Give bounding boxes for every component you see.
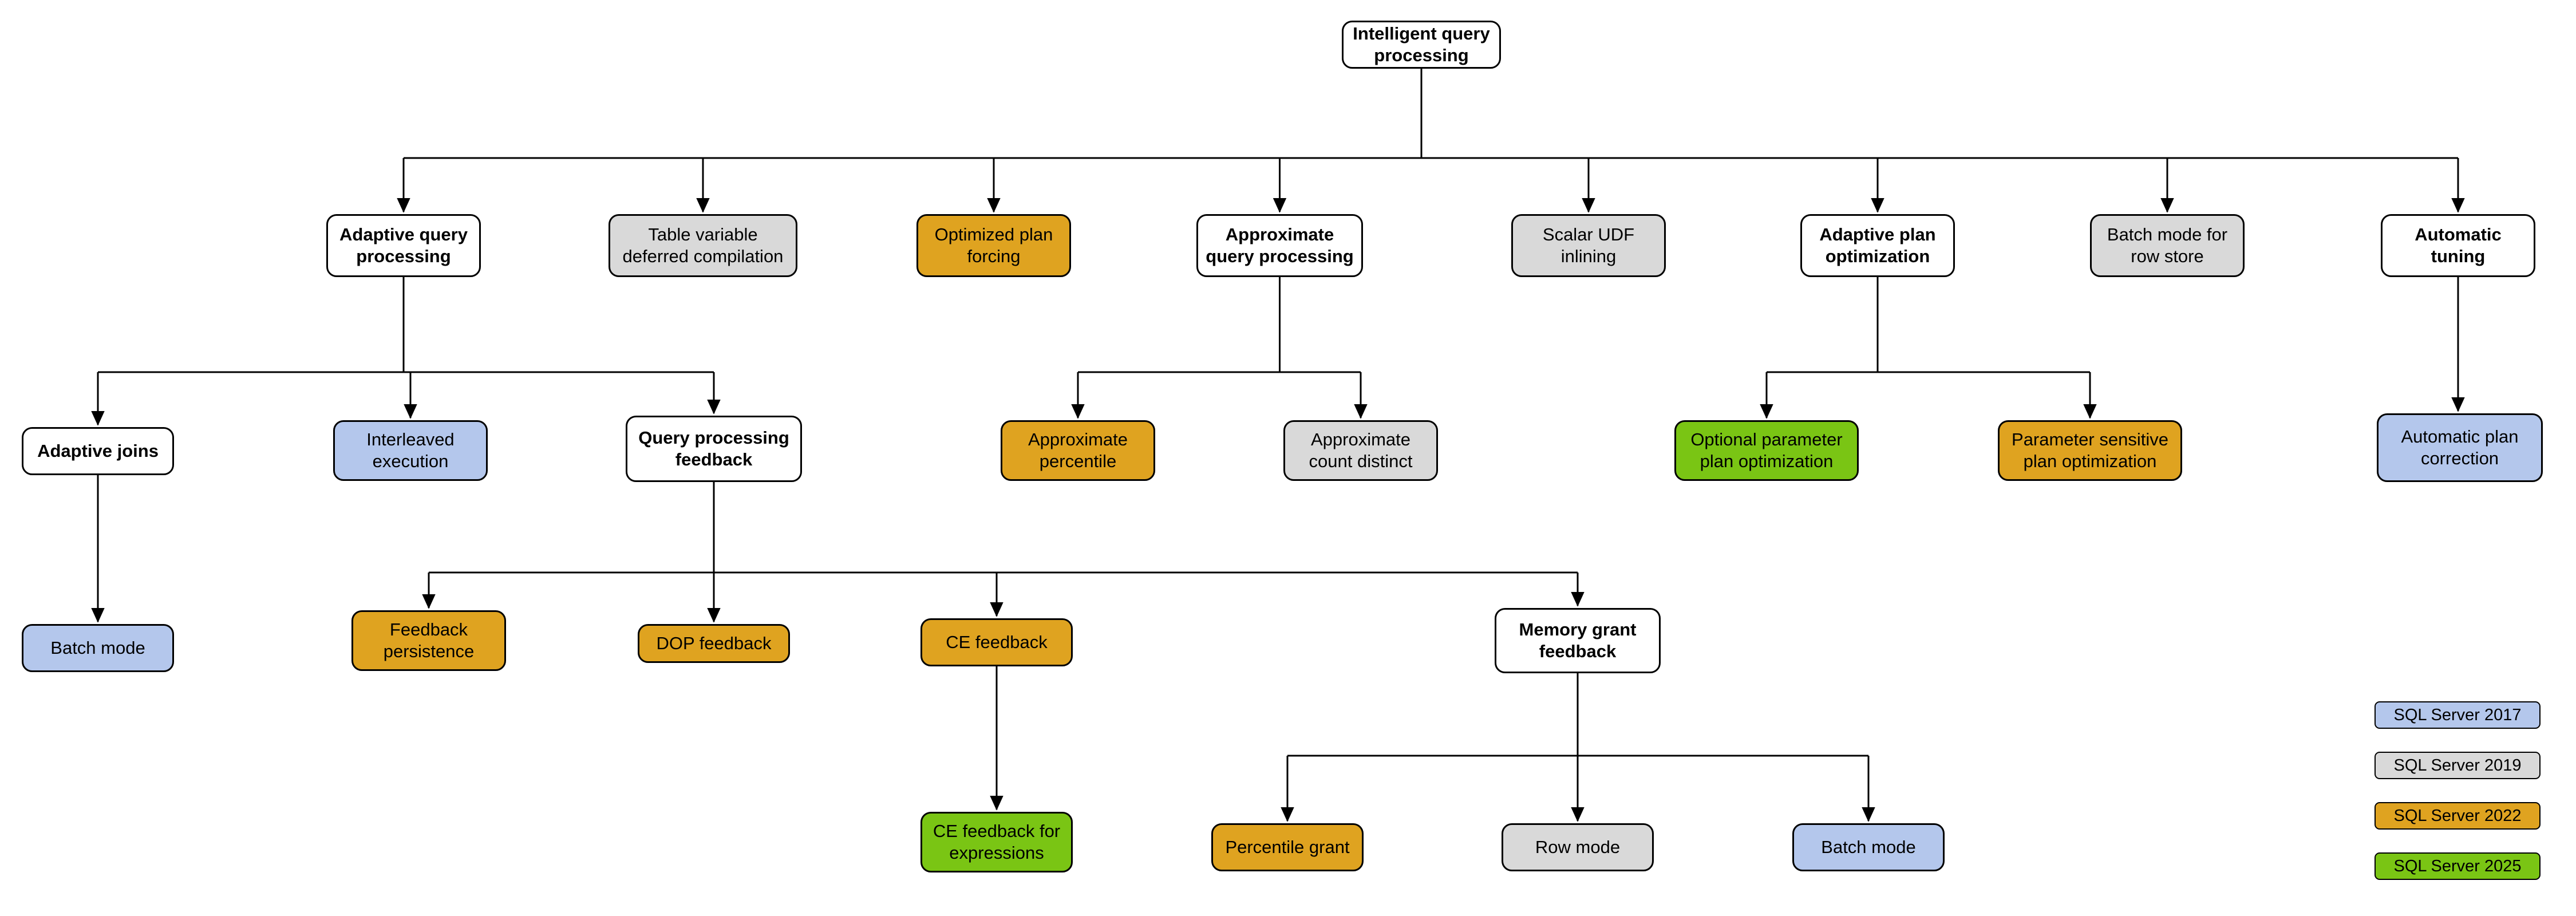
legend-item-2019: SQL Server 2019 xyxy=(2374,752,2541,779)
node-feedback-persistence[interactable]: Feedback persistence xyxy=(351,610,506,671)
legend-item-2017: SQL Server 2017 xyxy=(2374,701,2541,729)
node-approximate-query-processing[interactable]: Approximate query processing xyxy=(1196,214,1363,277)
node-ce-feedback-for-expressions[interactable]: CE feedback for expressions xyxy=(920,812,1073,872)
node-interleaved-execution[interactable]: Interleaved execution xyxy=(333,420,488,481)
node-dop-feedback[interactable]: DOP feedback xyxy=(638,624,790,663)
node-row-mode[interactable]: Row mode xyxy=(1502,823,1654,871)
node-automatic-plan-correction[interactable]: Automatic plan correction xyxy=(2377,413,2543,482)
node-optional-parameter-plan-optimization[interactable]: Optional parameter plan optimization xyxy=(1674,420,1859,481)
node-batch-mode-adaptive[interactable]: Batch mode xyxy=(22,624,174,672)
node-batch-mode-for-row-store[interactable]: Batch mode for row store xyxy=(2090,214,2245,277)
node-adaptive-query-processing[interactable]: Adaptive query processing xyxy=(326,214,481,277)
node-automatic-tuning[interactable]: Automatic tuning xyxy=(2381,214,2535,277)
node-query-processing-feedback[interactable]: Query processing feedback xyxy=(626,416,802,482)
legend-item-2022: SQL Server 2022 xyxy=(2374,802,2541,830)
node-memory-grant-feedback[interactable]: Memory grant feedback xyxy=(1495,608,1661,673)
node-ce-feedback[interactable]: CE feedback xyxy=(920,618,1073,666)
node-root[interactable]: Intelligent query processing xyxy=(1342,21,1501,69)
node-adaptive-joins[interactable]: Adaptive joins xyxy=(22,427,174,475)
node-approximate-percentile[interactable]: Approximate percentile xyxy=(1001,420,1155,481)
node-batch-mode-memory[interactable]: Batch mode xyxy=(1792,823,1945,871)
legend-item-2025: SQL Server 2025 xyxy=(2374,852,2541,880)
node-percentile-grant[interactable]: Percentile grant xyxy=(1211,823,1364,871)
node-optimized-plan-forcing[interactable]: Optimized plan forcing xyxy=(916,214,1071,277)
node-parameter-sensitive-plan-optimization[interactable]: Parameter sensitive plan optimization xyxy=(1998,420,2182,481)
node-table-variable-deferred-compilation[interactable]: Table variable deferred compilation xyxy=(609,214,797,277)
node-scalar-udf-inlining[interactable]: Scalar UDF inlining xyxy=(1511,214,1666,277)
node-adaptive-plan-optimization[interactable]: Adaptive plan optimization xyxy=(1800,214,1955,277)
node-approximate-count-distinct[interactable]: Approximate count distinct xyxy=(1283,420,1438,481)
